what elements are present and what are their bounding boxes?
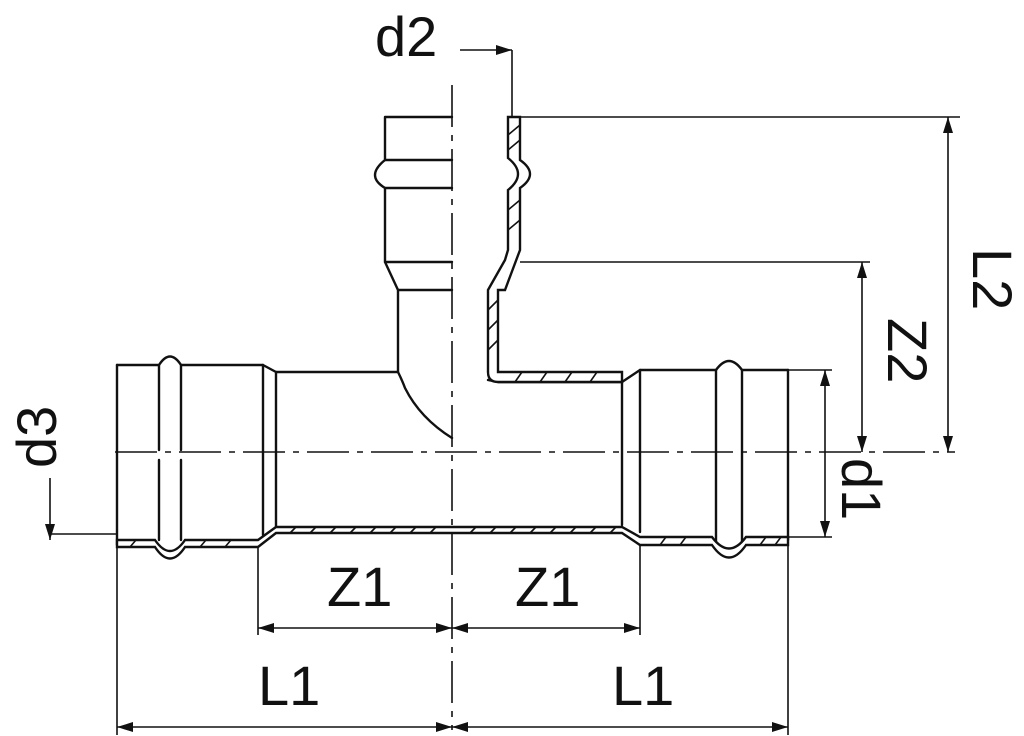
label-d3: d3 xyxy=(5,406,68,468)
label-l1-right: L1 xyxy=(612,654,674,717)
run-top-outline-right xyxy=(486,359,790,384)
dim-l2 xyxy=(520,116,960,452)
label-l1-left: L1 xyxy=(258,654,320,717)
dim-d3 xyxy=(45,478,117,540)
left-socket-bead xyxy=(157,363,183,542)
right-socket-bead xyxy=(714,368,744,547)
branch-right-wall xyxy=(486,115,624,384)
label-z1-left: Z1 xyxy=(327,555,392,618)
dim-z2 xyxy=(520,261,870,452)
branch-left-outline xyxy=(373,115,454,374)
dim-d1 xyxy=(788,369,832,538)
branch-step-lines xyxy=(383,158,454,292)
right-socket-shoulder xyxy=(620,368,642,534)
label-z1-right: Z1 xyxy=(515,555,580,618)
label-z2: Z2 xyxy=(876,318,939,383)
label-d2: d2 xyxy=(375,5,437,68)
run-top-outline xyxy=(115,355,454,440)
dim-d2 xyxy=(460,45,513,117)
label-d1: d1 xyxy=(830,458,893,520)
branch-wall-hatch xyxy=(487,124,598,383)
bottom-wall-hatch xyxy=(129,526,782,548)
label-l2: L2 xyxy=(961,248,1024,310)
left-socket-shoulder xyxy=(261,363,278,537)
dim-l1 xyxy=(116,545,789,735)
dim-z1 xyxy=(257,545,641,635)
